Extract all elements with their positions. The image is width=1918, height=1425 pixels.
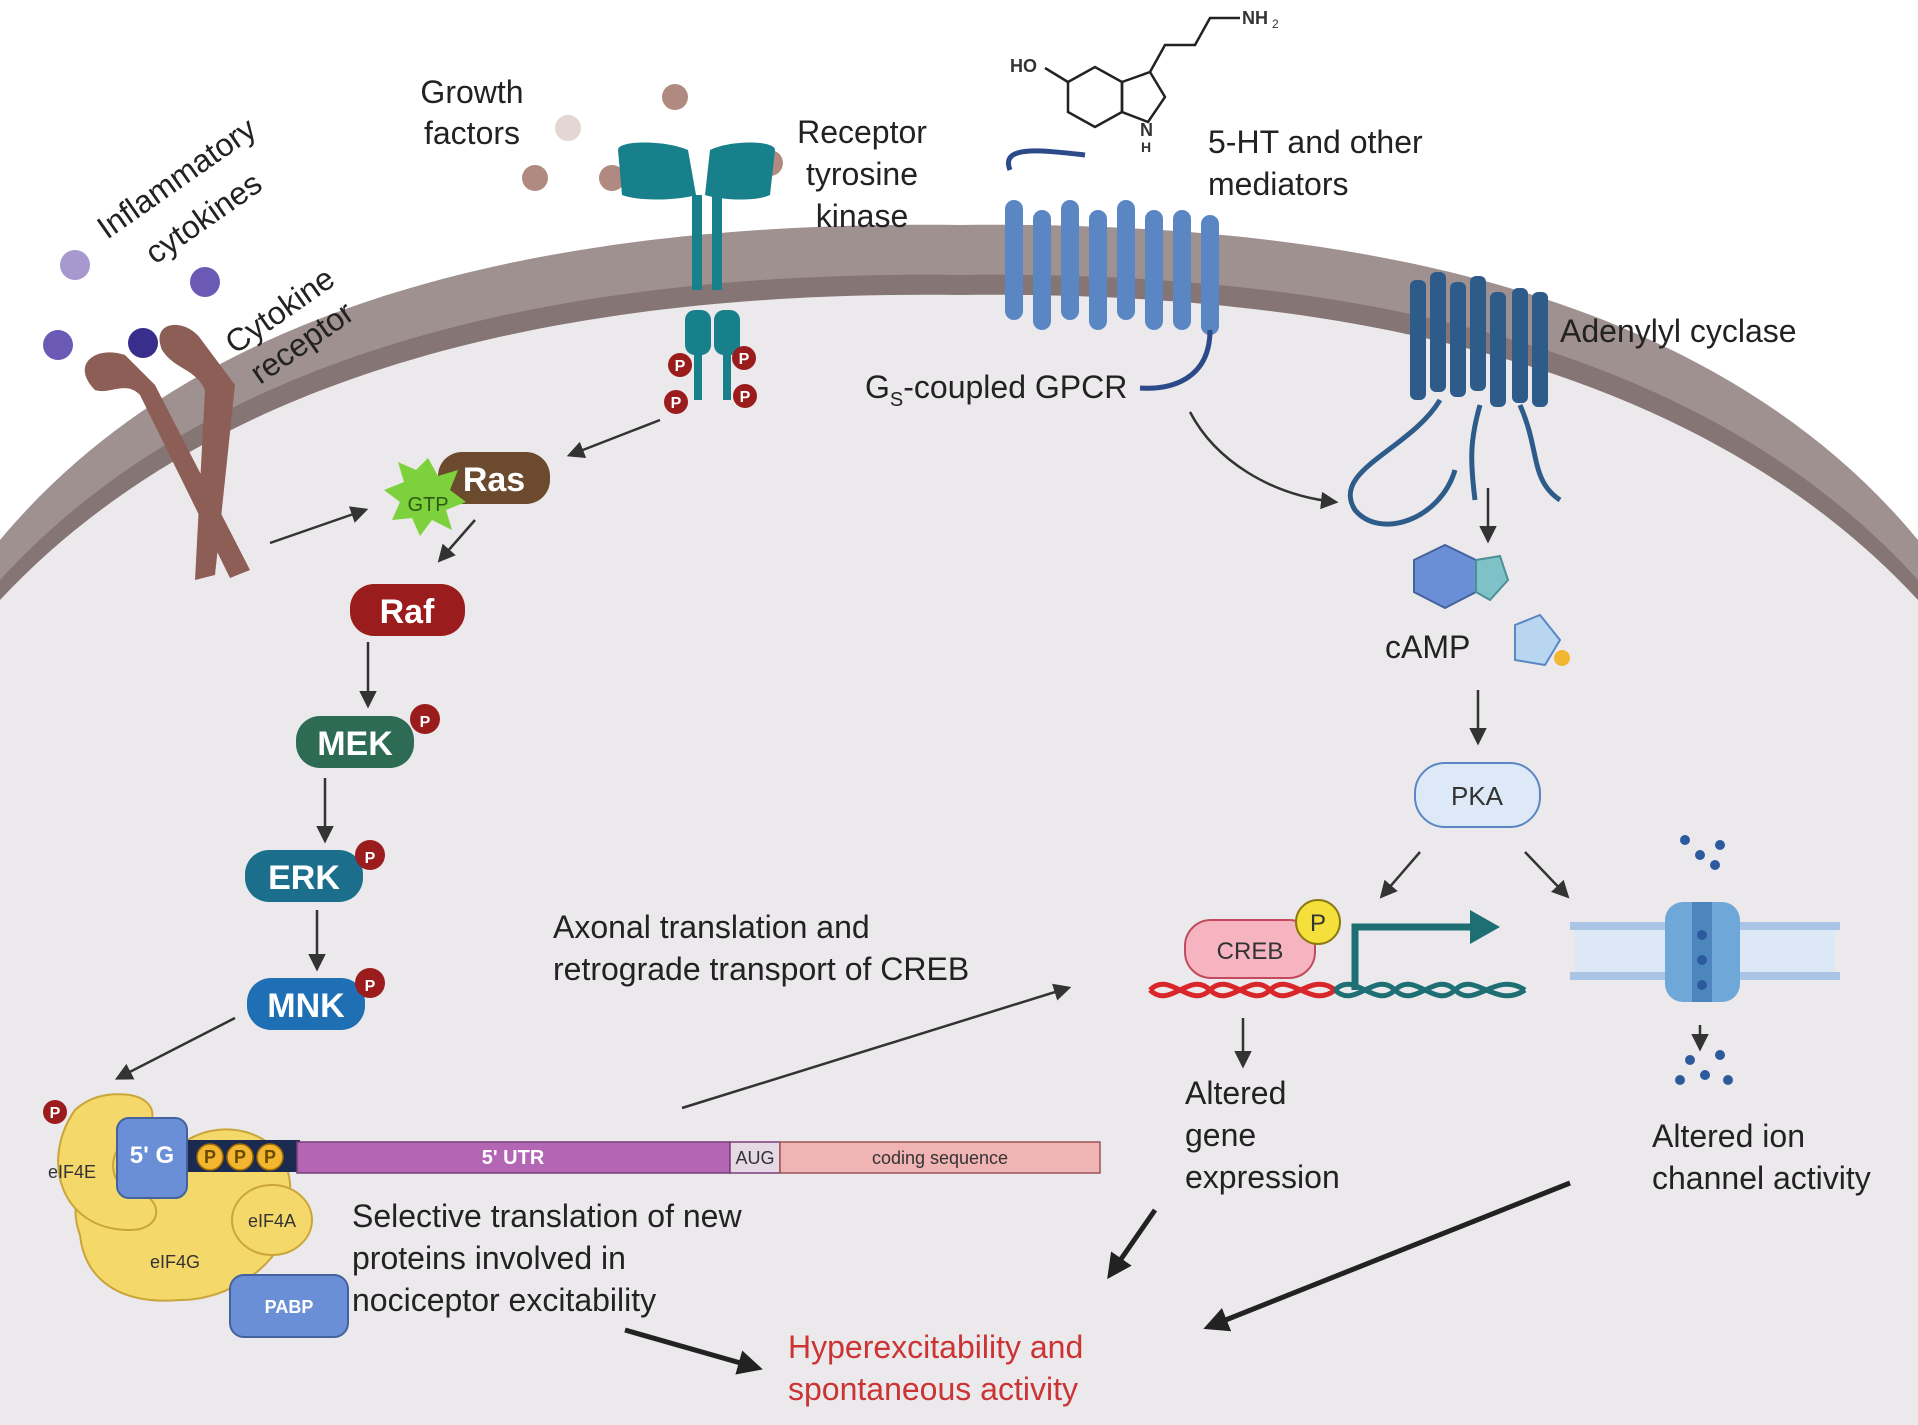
raf-node: Raf	[350, 584, 465, 636]
label-altered-ion-channel: Altered ion channel activity	[1652, 1118, 1871, 1196]
svg-text:ERK: ERK	[268, 859, 340, 897]
svg-text:expression: expression	[1185, 1159, 1340, 1195]
svg-text:P: P	[234, 1147, 246, 1167]
svg-text:Receptor: Receptor	[797, 114, 927, 150]
svg-text:NH: NH	[1242, 8, 1268, 28]
gtp-star: GTP	[384, 458, 466, 536]
label-selective-translation: Selective translation of new proteins in…	[352, 1198, 742, 1318]
svg-text:P: P	[365, 850, 376, 867]
svg-text:N: N	[1140, 120, 1153, 140]
svg-text:AUG: AUG	[735, 1148, 774, 1168]
label-growth-factors: Growth factors	[420, 74, 523, 151]
svg-text:Ras: Ras	[463, 461, 525, 499]
receptor-tyrosine-kinase	[618, 142, 775, 400]
svg-text:MEK: MEK	[317, 725, 393, 763]
svg-text:5-HT and other: 5-HT and other	[1208, 124, 1423, 160]
svg-text:P: P	[740, 389, 751, 406]
svg-text:GTP: GTP	[407, 494, 448, 516]
svg-text:Growth: Growth	[420, 74, 523, 110]
svg-text:P: P	[671, 395, 682, 412]
svg-text:nociceptor excitability: nociceptor excitability	[352, 1282, 656, 1318]
svg-text:Hyperexcitability and: Hyperexcitability and	[788, 1329, 1083, 1365]
svg-text:P: P	[1310, 910, 1326, 937]
erk-node: ERK P	[245, 840, 385, 902]
svg-text:eIF4G: eIF4G	[150, 1252, 200, 1272]
svg-text:P: P	[204, 1147, 216, 1167]
inflammatory-cytokine-particles	[43, 250, 220, 360]
svg-text:proteins involved in: proteins involved in	[352, 1240, 626, 1276]
svg-text:P: P	[264, 1147, 276, 1167]
svg-text:P: P	[50, 1105, 61, 1122]
label-gs-coupled-gpcr: GS-coupled GPCR	[865, 369, 1127, 411]
pka-node: PKA	[1414, 762, 1541, 828]
svg-text:retrograde transport of CREB: retrograde transport of CREB	[553, 951, 969, 987]
svg-text:Selective translation of new: Selective translation of new	[352, 1198, 742, 1234]
svg-text:5' UTR: 5' UTR	[482, 1147, 545, 1169]
mek-node: MEK P	[296, 704, 440, 768]
serotonin-labels: HO NH 2 N H	[1010, 8, 1279, 155]
svg-text:Altered: Altered	[1185, 1075, 1286, 1111]
mrna-strand: 5' G P P P 5' UTR AUG coding sequence	[116, 1117, 1101, 1199]
label-axonal-translation: Axonal translation and retrograde transp…	[553, 909, 969, 987]
svg-text:eIF4E: eIF4E	[48, 1162, 96, 1182]
svg-text:MNK: MNK	[267, 987, 345, 1025]
svg-text:Raf: Raf	[380, 593, 435, 631]
adenylyl-cyclase	[1347, 272, 1562, 527]
pabp-protein: PABP	[229, 1274, 349, 1338]
svg-text:coding sequence: coding sequence	[872, 1148, 1008, 1168]
camp-molecule	[1413, 543, 1570, 667]
label-camp: cAMP	[1385, 629, 1470, 665]
ras-node: Ras	[438, 452, 550, 504]
growth-factor-particles	[522, 84, 783, 191]
svg-text:P: P	[420, 714, 431, 731]
dna-helix	[1148, 910, 1527, 999]
ion-channel	[1570, 835, 1840, 1085]
eif4a-protein: eIF4A	[231, 1184, 313, 1256]
pathway-arrows	[114, 411, 1709, 1375]
label-5ht-mediators: 5-HT and other mediators	[1208, 124, 1423, 202]
svg-text:5' G: 5' G	[130, 1142, 174, 1169]
svg-text:Axonal translation and: Axonal translation and	[553, 909, 870, 945]
cytokine-receptor	[84, 324, 250, 580]
svg-text:CREB: CREB	[1217, 938, 1284, 965]
svg-text:P: P	[365, 978, 376, 995]
svg-text:gene: gene	[1185, 1117, 1256, 1153]
gs-coupled-gpcr	[1005, 148, 1219, 391]
label-altered-gene-expression: Altered gene expression	[1185, 1075, 1340, 1195]
svg-text:P: P	[675, 358, 686, 375]
svg-text:PABP: PABP	[265, 1297, 314, 1317]
svg-text:eIF4A: eIF4A	[248, 1211, 296, 1231]
creb-node: CREB P	[1184, 899, 1341, 979]
svg-text:channel activity: channel activity	[1652, 1160, 1871, 1196]
label-hyperexcitability: Hyperexcitability and spontaneous activi…	[788, 1329, 1083, 1407]
svg-text:factors: factors	[424, 115, 520, 151]
svg-text:spontaneous activity: spontaneous activity	[788, 1371, 1078, 1407]
label-inflammatory-cytokines: Inflammatory cytokines	[90, 110, 268, 271]
svg-text:P: P	[739, 351, 750, 368]
svg-text:2: 2	[1272, 17, 1279, 31]
serotonin-molecule	[1044, 16, 1240, 129]
svg-text:kinase: kinase	[816, 198, 909, 234]
label-adenylyl-cyclase: Adenylyl cyclase	[1560, 313, 1797, 349]
rtk-phospho-sites: P P P P	[664, 346, 757, 414]
svg-text:H: H	[1141, 139, 1151, 155]
label-receptor-tyrosine-kinase: Receptor tyrosine kinase	[797, 114, 927, 234]
svg-text:HO: HO	[1010, 56, 1037, 76]
svg-text:GS-coupled GPCR: GS-coupled GPCR	[865, 369, 1127, 411]
svg-text:tyrosine: tyrosine	[806, 156, 918, 192]
svg-text:Altered ion: Altered ion	[1652, 1118, 1805, 1154]
svg-text:PKA: PKA	[1451, 781, 1504, 811]
svg-text:mediators: mediators	[1208, 166, 1349, 202]
mnk-node: MNK P	[247, 968, 385, 1030]
